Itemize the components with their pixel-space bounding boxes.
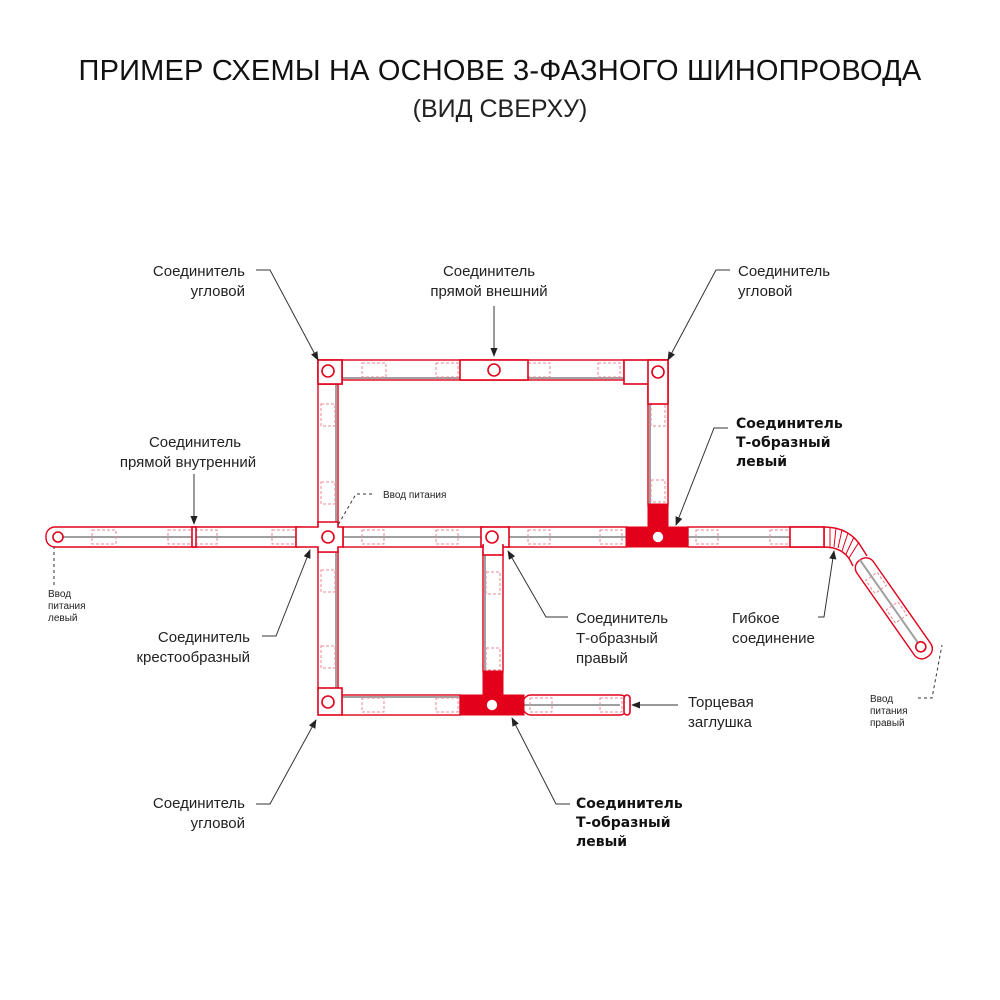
label-cross-connector-2: крестообразный [136,649,250,666]
rail-diagonal [854,557,934,660]
label-corner-bottom-left-1: Соединитель [153,795,245,812]
page-title: ПРИМЕР СХЕМЫ НА ОСНОВЕ 3-ФАЗНОГО ШИНОПРО… [78,55,922,87]
power-input-left-hole [52,531,64,543]
end-cap [623,694,631,716]
label-power-input-center: Ввод питания [383,490,446,501]
label-t-right-3: правый [576,650,628,667]
label-flexible-2: соединение [732,630,815,647]
label-corner-top-left-2: угловой [191,283,245,300]
label-t-left-top-3: левый [736,454,787,470]
label-end-cap-2: заглушка [688,714,753,731]
label-cross-connector-1: Соединитель [158,629,250,646]
labels: Соединитель угловой Соединитель прямой в… [48,263,908,850]
leader-lines [53,269,943,805]
label-t-left-bottom-2: Т-образный [576,815,671,831]
label-t-left-bottom-1: Соединитель [576,796,683,812]
label-straight-internal-1: Соединитель [149,434,241,451]
label-corner-bottom-left-2: угловой [191,815,245,832]
label-t-right-1: Соединитель [576,610,668,627]
rails [45,359,934,716]
label-end-cap-1: Торцевая [688,694,754,711]
label-corner-top-right-2: угловой [738,283,792,300]
label-power-input-left-2: питания [48,601,86,612]
label-t-left-top-2: Т-образный [736,435,831,451]
label-t-left-top-1: Соединитель [736,416,843,432]
label-corner-top-right-1: Соединитель [738,263,830,280]
label-power-input-right-2: питания [870,706,908,717]
label-corner-top-left-1: Соединитель [153,263,245,280]
label-power-input-right-3: правый [870,718,905,729]
label-power-input-left-1: Ввод [48,589,71,600]
label-t-left-bottom-3: левый [576,834,627,850]
connectors [52,359,825,716]
flexible-connection [823,526,868,567]
label-straight-external-2: прямой внешний [430,283,547,300]
label-power-input-left-3: левый [48,613,77,624]
page-subtitle: (ВИД СВЕРХУ) [412,95,588,123]
cross-connector [295,521,344,553]
label-t-right-2: Т-образный [576,630,658,647]
label-flexible-1: Гибкое [732,610,780,627]
label-straight-internal-2: прямой внутренний [120,454,256,471]
label-straight-external-1: Соединитель [443,263,535,280]
label-power-input-right-1: Ввод [870,694,893,705]
straight-internal-connector [191,526,197,548]
